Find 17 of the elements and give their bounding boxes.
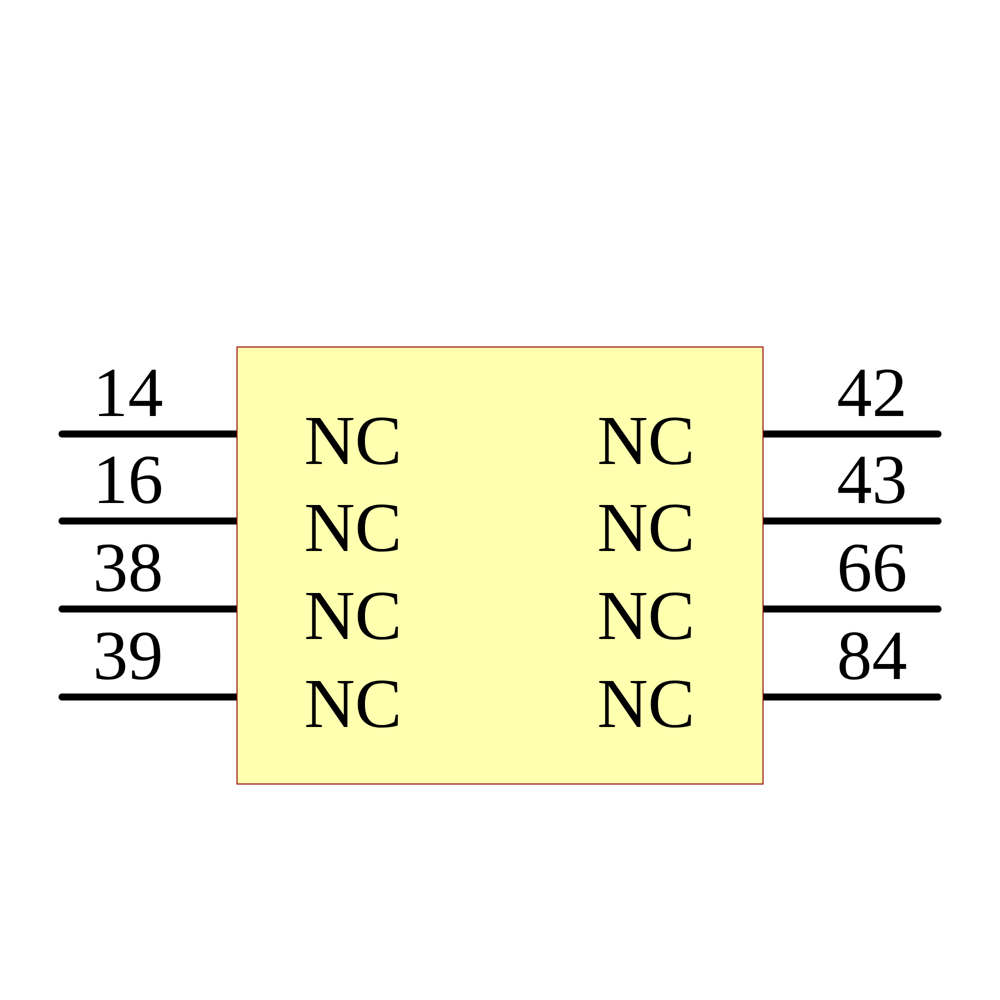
pin-number: 43 <box>838 456 904 504</box>
pin-name: NC <box>599 680 691 728</box>
pin-number: 16 <box>99 456 162 504</box>
pin-number: 39 <box>96 632 160 680</box>
pin-name: NC <box>306 680 398 728</box>
pin-name: NC <box>306 504 398 552</box>
pin-number: 66 <box>840 544 906 592</box>
pin-name: NC <box>306 417 398 465</box>
pin-name: NC <box>599 417 691 465</box>
pin-number: 38 <box>96 544 160 592</box>
pin-number: 42 <box>838 369 904 416</box>
pin-name: NC <box>599 592 691 640</box>
pin-name: NC <box>306 592 398 640</box>
pin-number: 14 <box>99 370 162 416</box>
pin-number: 84 <box>840 632 906 680</box>
pin-name: NC <box>599 504 691 552</box>
component-body <box>236 346 764 784</box>
